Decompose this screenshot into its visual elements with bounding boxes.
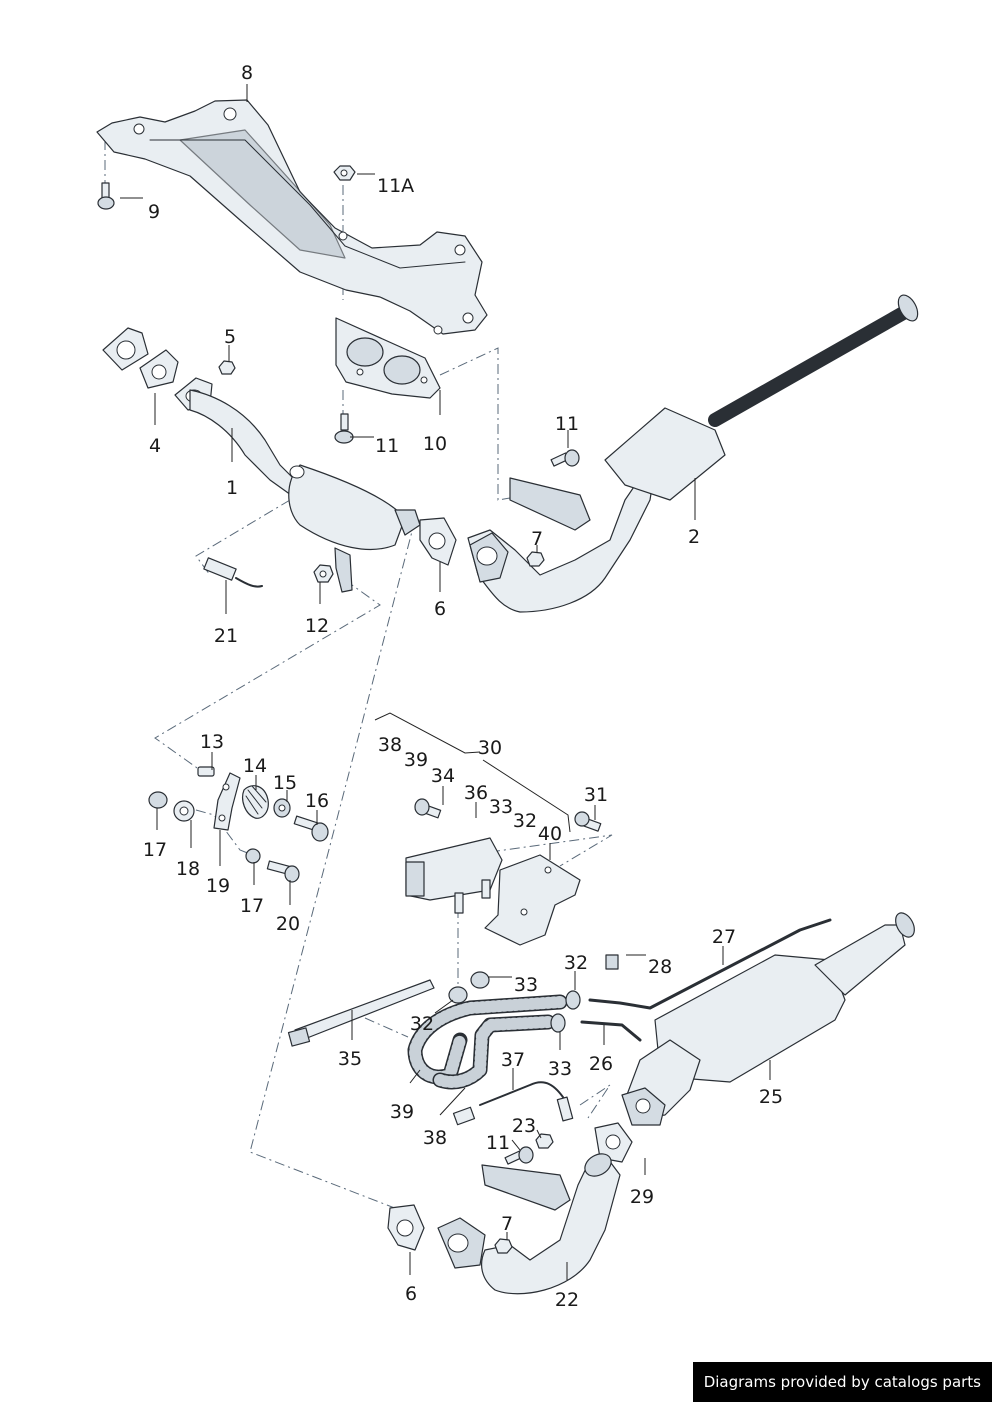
callout-label: 33 (548, 1058, 572, 1080)
callout-label: 33 (514, 974, 538, 996)
callout-label: 2 (688, 526, 700, 548)
callout-label: 38 (378, 734, 402, 756)
flange-gasket-6-upper (419, 517, 457, 566)
callout-label: 34 (431, 765, 455, 787)
leader-lines (120, 84, 771, 1280)
callout-label: 26 (589, 1053, 613, 1075)
callout-label: 32 (564, 952, 588, 974)
nut-23 (535, 1133, 554, 1149)
callout-label: 33 (489, 796, 513, 818)
credit-banner: Diagrams provided by catalogs parts (692, 1362, 992, 1402)
mounting-bracket-10 (335, 317, 441, 399)
callout-label: 11A (377, 175, 414, 197)
callout-label: 40 (538, 823, 562, 845)
heat-shield (96, 99, 488, 335)
callout-label: 8 (241, 62, 253, 84)
bolt-9 (97, 182, 115, 210)
callout-label: 35 (338, 1048, 362, 1070)
callout-label: 9 (148, 201, 160, 223)
callout-label: 1 (226, 477, 238, 499)
callout-label: 36 (464, 782, 488, 804)
bolt-11-mid (550, 449, 580, 467)
temperature-sensor-37 (452, 1081, 574, 1126)
bolt-11-upper (334, 413, 354, 444)
cable-tie-35 (287, 979, 435, 1047)
oxygen-sensor-21 (203, 557, 263, 588)
rear-silencer-25 (580, 912, 915, 1126)
callout-label: 14 (243, 755, 267, 777)
callout-label: 23 (512, 1115, 536, 1137)
callout-label: 13 (200, 731, 224, 753)
hex-nut-11a (333, 165, 356, 181)
callout-label: 38 (423, 1127, 447, 1149)
front-pipe-catalytic-converter (102, 327, 421, 593)
assembly-lines (104, 140, 613, 1213)
callout-label: 10 (423, 433, 447, 455)
callout-label: 17 (240, 895, 264, 917)
callout-label: 11 (555, 413, 579, 435)
flange-gasket-6-lower (387, 1204, 425, 1251)
callout-label: 27 (712, 926, 736, 948)
callout-label: 32 (410, 1013, 434, 1035)
callout-label: 4 (149, 435, 161, 457)
intermediate-pipe-22 (437, 1153, 621, 1295)
nut-5 (218, 360, 236, 375)
nut-12 (313, 564, 334, 583)
bolt-11-lower (504, 1146, 534, 1165)
callout-label: 39 (390, 1101, 414, 1123)
callout-label: 5 (224, 326, 236, 348)
callout-label: 18 (176, 858, 200, 880)
callout-label: 39 (404, 749, 428, 771)
nut-7-upper (526, 551, 545, 567)
pressure-sensor-group (405, 798, 602, 946)
callout-label: 28 (648, 956, 672, 978)
callout-label: 11 (486, 1132, 510, 1154)
callout-label: 25 (759, 1086, 783, 1108)
callout-label: 37 (501, 1049, 525, 1071)
callout-label: 12 (305, 615, 329, 637)
callout-label: 22 (555, 1289, 579, 1311)
callout-label: 29 (630, 1186, 654, 1208)
callout-label: 6 (405, 1283, 417, 1305)
callout-label: 21 (214, 625, 238, 647)
callout-label: 31 (584, 784, 608, 806)
nut-7-lower (494, 1238, 513, 1254)
callout-labels: 8 11A 9 5 4 1 10 11 2 11 7 6 12 21 13 14… (143, 62, 783, 1311)
callout-label: 15 (273, 772, 297, 794)
callout-label: 11 (375, 435, 399, 457)
flange-gasket-29 (594, 1122, 633, 1163)
small-hardware-group (148, 766, 329, 883)
callout-label: 32 (513, 810, 537, 832)
callout-label: 19 (206, 875, 230, 897)
intermediate-pipe-2 (467, 294, 919, 613)
callout-label: 16 (305, 790, 329, 812)
callout-label: 20 (276, 913, 300, 935)
callout-label: 6 (434, 598, 446, 620)
callout-label: 7 (501, 1213, 513, 1235)
vacuum-hoses (407, 971, 581, 1090)
callout-label: 17 (143, 839, 167, 861)
callout-label: 30 (478, 737, 502, 759)
callout-label: 7 (531, 528, 543, 550)
